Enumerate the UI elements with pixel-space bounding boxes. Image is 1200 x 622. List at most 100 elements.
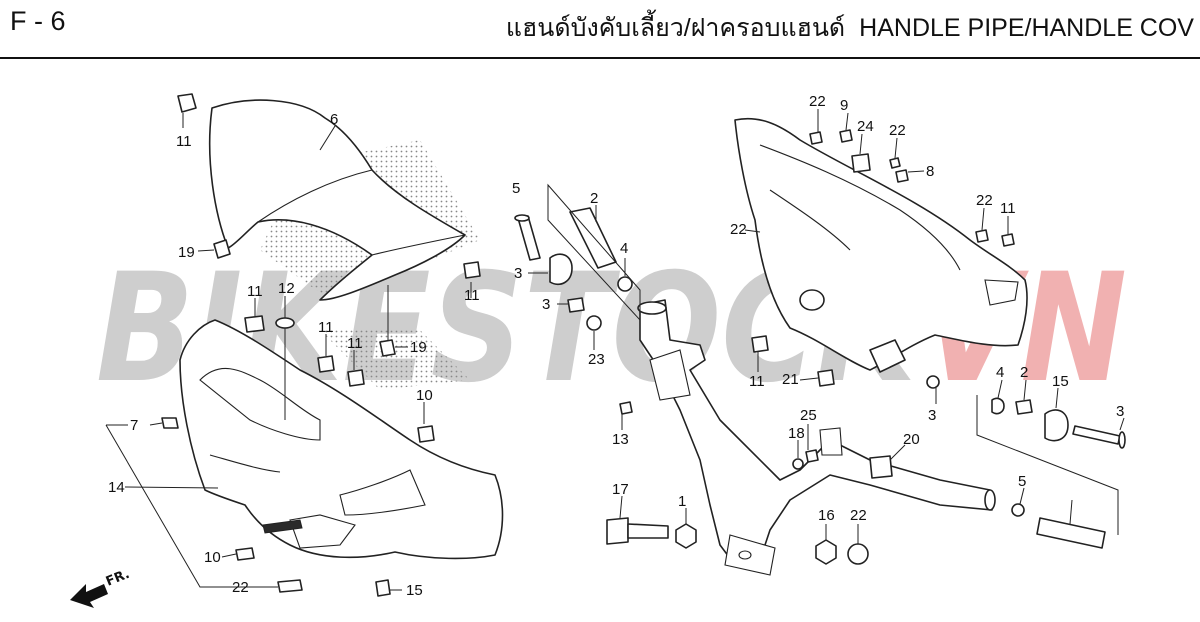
callout: 21: [782, 371, 799, 388]
part-8-inner-handle-cover: [734, 117, 1028, 373]
page-code: F - 6: [10, 6, 66, 36]
callout: 3: [514, 265, 522, 282]
screw-14: [235, 547, 255, 561]
callout: 2: [590, 190, 598, 207]
callout: 25: [800, 407, 817, 424]
part-6-front-handle-cover: [208, 99, 480, 301]
callout: 22: [889, 122, 906, 139]
callout: 23: [588, 351, 605, 368]
callout: 12: [278, 280, 295, 297]
nut-18: [815, 539, 837, 565]
screw-22-b: [839, 129, 853, 143]
leader-lines: [105, 109, 1125, 591]
nut-3-right-lower: [1011, 503, 1025, 517]
callout: 11: [347, 335, 363, 352]
rod-5-right: [1036, 517, 1106, 549]
clip-11-c: [347, 369, 365, 387]
clip-10-top: [161, 417, 179, 429]
header-divider: [0, 57, 1200, 59]
callout: 1: [678, 493, 686, 510]
callout: 11: [464, 287, 480, 304]
callout: 4: [620, 240, 628, 257]
callout: 3: [542, 296, 550, 313]
nut-3-right-upper: [991, 397, 1005, 415]
callout: 3: [1116, 403, 1124, 420]
nut-3-upper: [617, 276, 633, 292]
callout: 14: [108, 479, 125, 496]
screw-22-d: [975, 229, 989, 243]
center-hardware: [514, 183, 869, 565]
part-1-handle-pipe: [637, 299, 996, 576]
callout: 22: [850, 507, 867, 524]
clip-4-left: [567, 297, 585, 313]
screw-22-bottom: [375, 579, 391, 597]
part-7-rear-handle-cover: [179, 319, 504, 560]
screw-23: [619, 401, 633, 415]
fr-arrow-icon: [70, 584, 108, 608]
callout: 16: [818, 507, 835, 524]
collar-20: [805, 449, 819, 463]
title-english: HANDLE PIPE/HANDLE COV: [859, 14, 1194, 42]
bolt-15-right: [1072, 425, 1121, 445]
callout: 10: [416, 387, 433, 404]
callout: 15: [406, 582, 423, 599]
callout: 3: [928, 407, 936, 424]
clip-11-top: [177, 93, 197, 113]
nut-3-lower: [586, 315, 602, 331]
callout: 7: [130, 417, 138, 434]
bolt-13-head: [606, 517, 629, 545]
callout: 22: [976, 192, 993, 209]
grommet-12: [275, 317, 295, 329]
title-thai: แฮนด์บังคับเลี้ยว/ฝาครอบแฮนด์: [505, 14, 846, 42]
callout: 11: [1000, 200, 1016, 217]
callout: 4: [996, 364, 1004, 381]
callout: 15: [1052, 373, 1069, 390]
clip-11-f: [751, 335, 769, 353]
callout: 5: [1018, 473, 1026, 490]
weight-2-right: [1044, 409, 1069, 442]
callout: 5: [512, 180, 520, 197]
callout: 2: [1020, 364, 1028, 381]
front-direction-arrow: FR.: [70, 567, 132, 608]
callout: 19: [410, 339, 427, 356]
callout: 24: [857, 118, 874, 135]
screw-22-c: [895, 169, 909, 183]
clip-11-a: [244, 315, 265, 333]
clip-11-b: [317, 355, 335, 373]
screw-22-a: [809, 131, 823, 145]
callout: 18: [788, 425, 805, 442]
page-title: แฮนด์บังคับเลี้ยว/ฝาครอบแฮนด์ HANDLE PIPE…: [506, 8, 1194, 48]
callout: 8: [926, 163, 934, 180]
clip-11-d: [463, 261, 481, 279]
callout: 11: [176, 133, 192, 150]
fr-label: FR.: [104, 567, 132, 590]
callout: 22: [232, 579, 249, 596]
callout: 9: [840, 97, 848, 114]
nut-16: [847, 543, 869, 565]
clip-11-e: [417, 425, 435, 443]
page-header: F - 6 แฮนด์บังคับเลี้ยว/ฝาครอบแฮนด์ HANDL…: [0, 0, 1200, 59]
washer-25: [792, 458, 804, 470]
callout: 13: [612, 431, 629, 448]
screw-21: [926, 375, 940, 389]
callout: 19: [178, 244, 195, 261]
callout: 11: [247, 283, 263, 300]
damper-9: [851, 153, 871, 173]
callout: 10: [204, 549, 221, 566]
clip-10-bottom: [277, 579, 303, 593]
clip-4-right: [1015, 399, 1033, 415]
weight-2-left: [549, 253, 573, 286]
right-group-hardware: [751, 129, 1126, 549]
callout: 22: [809, 93, 826, 110]
callout: 11: [749, 373, 765, 390]
callout: 20: [903, 431, 920, 448]
bolt-13-shaft: [627, 523, 669, 539]
callout-numbers: 11 6 19 12 11 11 11 19 11 10 7 14 10 22 …: [108, 93, 1124, 599]
callout: 22: [730, 221, 747, 238]
screw-22-e: [1001, 233, 1015, 247]
left-group-clips: [161, 93, 481, 597]
screw-24: [889, 157, 901, 169]
callout: 11: [318, 319, 334, 336]
clip-19-left: [213, 239, 231, 259]
